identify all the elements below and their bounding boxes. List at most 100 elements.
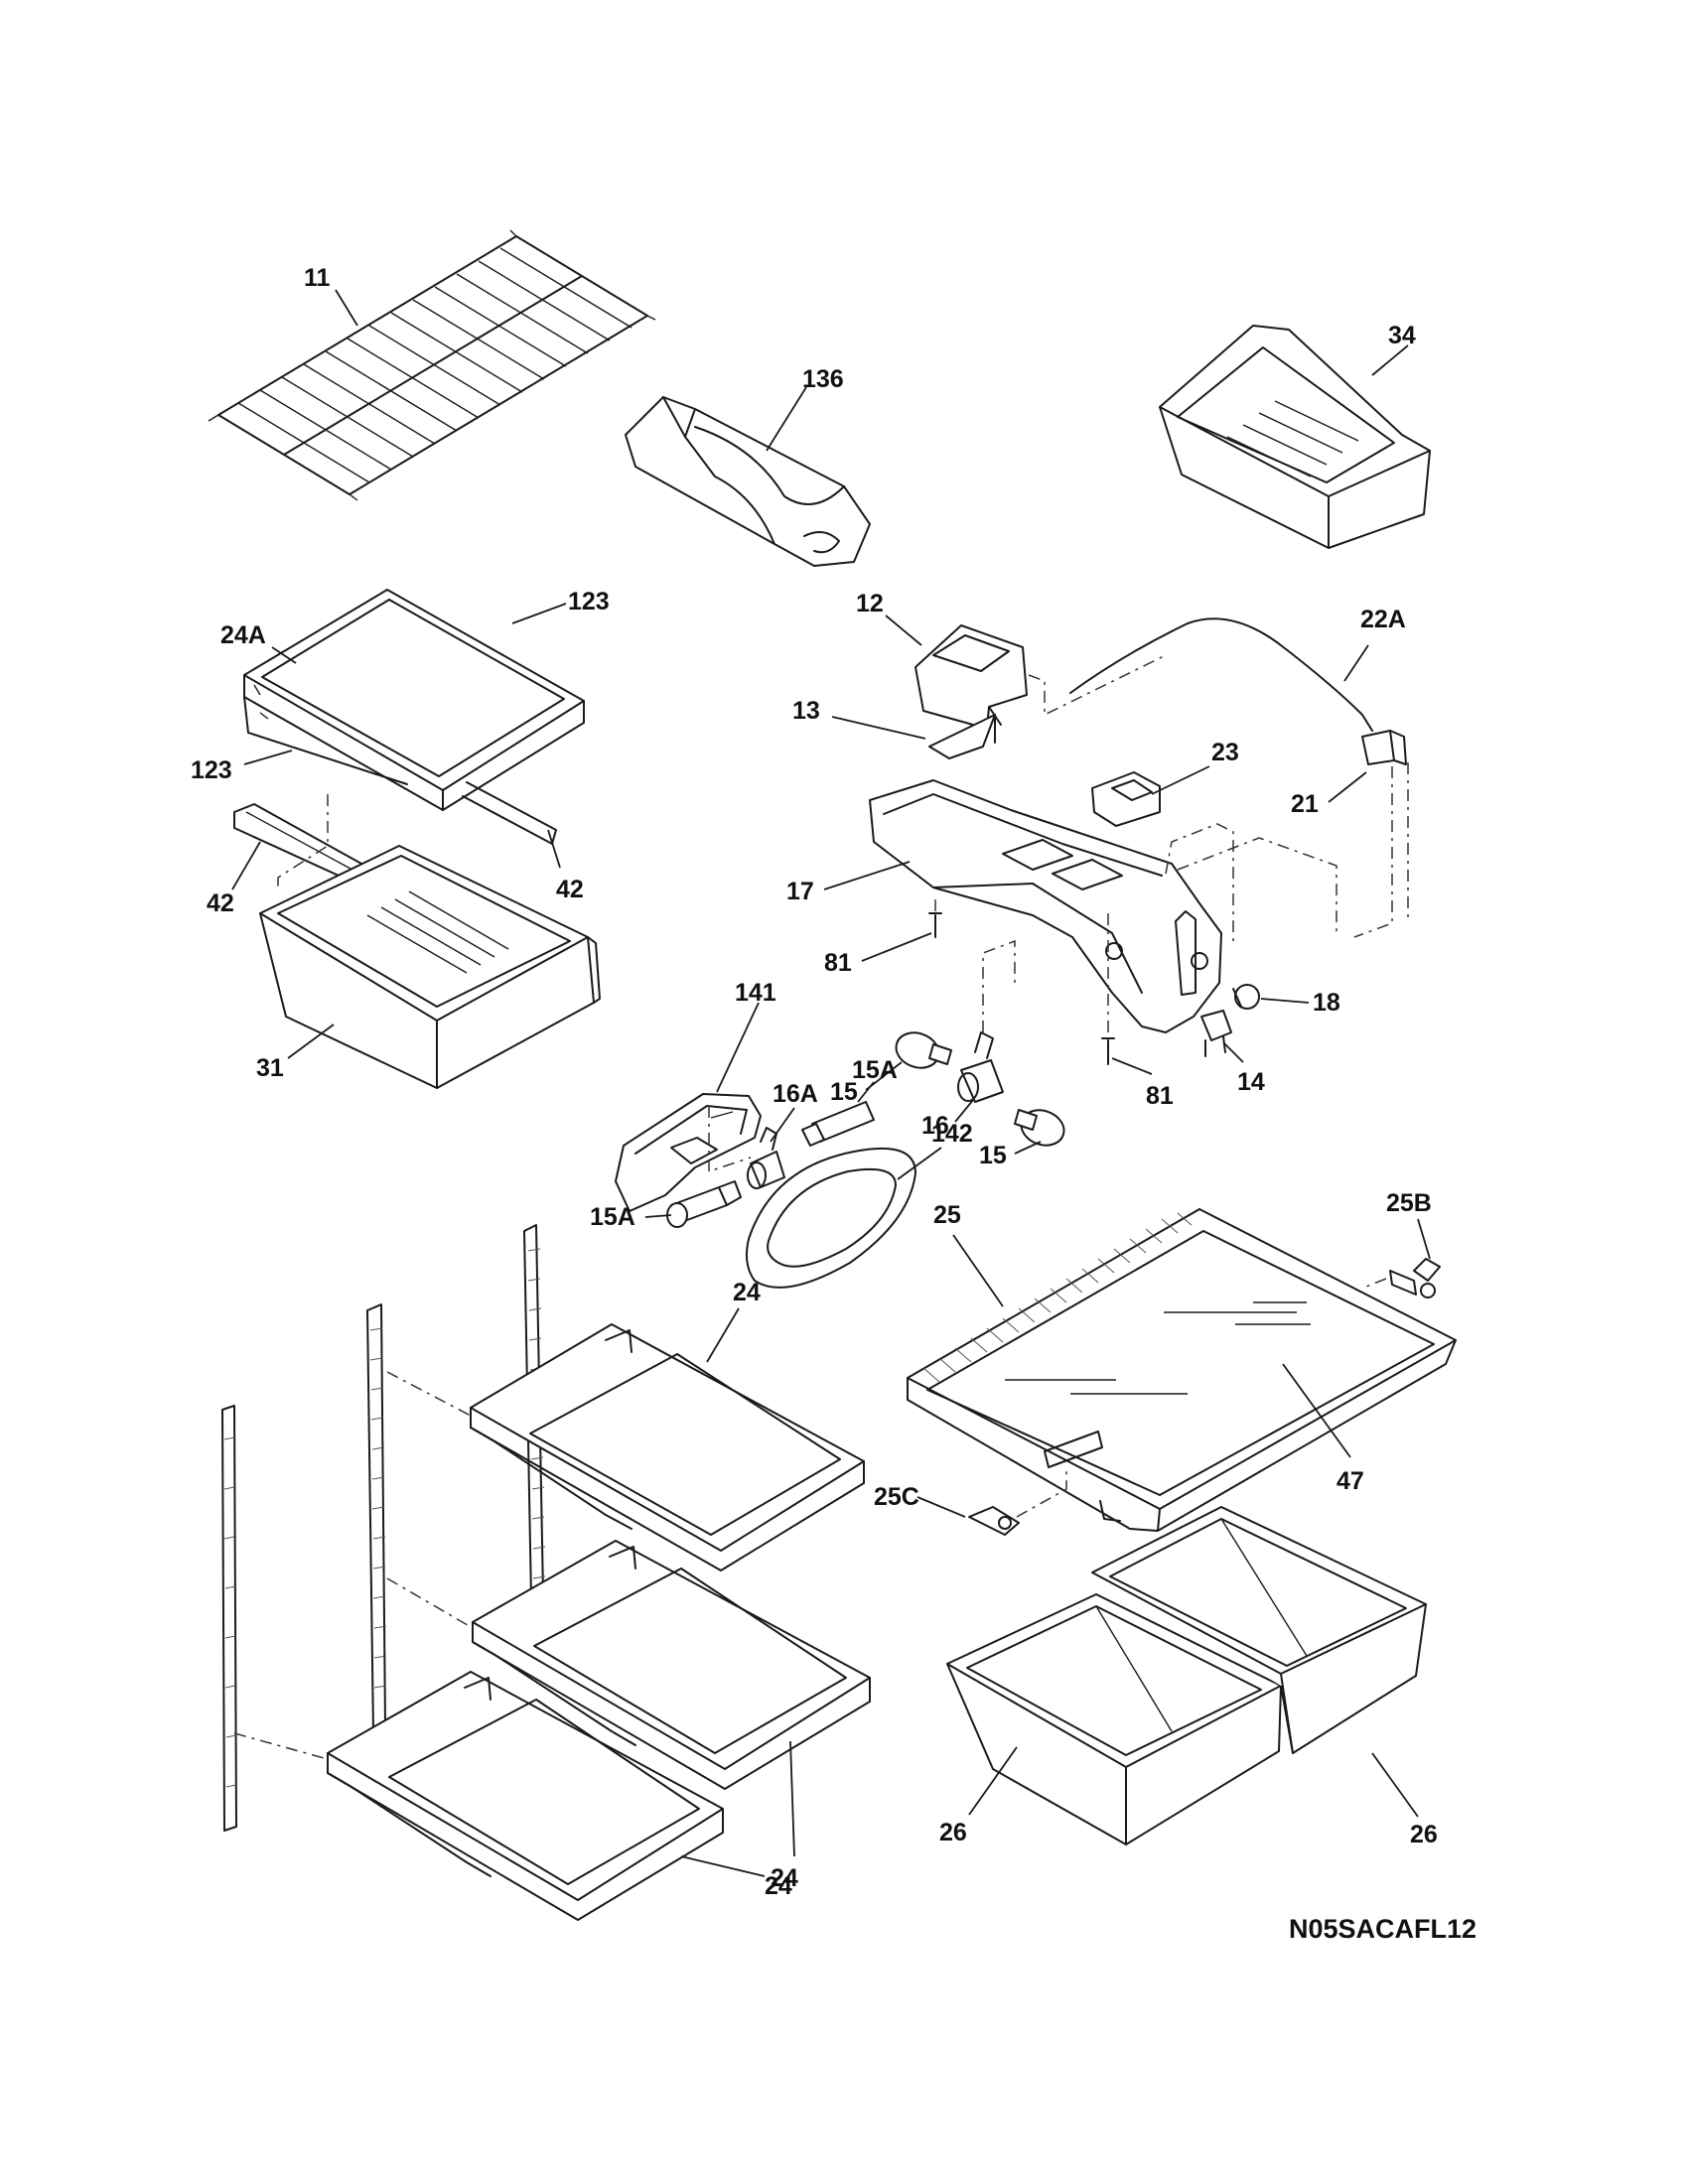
leader-81b — [1111, 1057, 1153, 1075]
leader-42b — [231, 841, 261, 890]
leader-24a — [706, 1307, 740, 1363]
part-26-crisper-right — [1091, 1506, 1427, 1754]
leader-23 — [1151, 765, 1210, 795]
part-31-drawer — [259, 845, 601, 1089]
leader-14 — [1222, 1041, 1244, 1063]
callout-13: 13 — [792, 697, 820, 725]
callout-15Ab: 15A — [590, 1203, 635, 1231]
part-24-shelf-bottom — [327, 1671, 724, 1921]
callout-11: 11 — [304, 264, 331, 292]
dashed-guide-16 — [982, 939, 1016, 1032]
part-26-crisper-left — [946, 1593, 1282, 1845]
leader-17 — [823, 861, 911, 890]
part-13-lens — [928, 714, 996, 759]
callout-18: 18 — [1313, 989, 1340, 1017]
callout-16: 16 — [921, 1112, 949, 1140]
part-15-bulb-a — [895, 1031, 952, 1069]
callout-26b: 26 — [1410, 1821, 1438, 1848]
callout-34: 34 — [1388, 322, 1416, 349]
callout-22A: 22A — [1360, 606, 1406, 633]
callout-21: 21 — [1291, 790, 1319, 818]
leader-123b — [243, 750, 293, 765]
callout-15a: 15 — [830, 1078, 858, 1106]
part-25-shelf-frame — [907, 1208, 1457, 1532]
callout-17: 17 — [786, 878, 814, 905]
dashed-guide-25B — [1365, 1278, 1387, 1288]
dashed-guide-25C — [1016, 1467, 1067, 1518]
callout-123a: 123 — [568, 588, 610, 615]
leader-21 — [1328, 771, 1367, 803]
leader-26a — [968, 1746, 1018, 1816]
leader-31 — [287, 1024, 335, 1059]
leader-123a — [511, 603, 567, 624]
diagram-code: N05SACAFL12 — [1289, 1914, 1477, 1944]
dashed-guide-12 — [1028, 654, 1167, 717]
callout-12: 12 — [856, 590, 884, 617]
dashed-guide-21 — [1353, 762, 1409, 938]
leader-22A — [1343, 644, 1369, 682]
part-15A-bulb-a — [801, 1101, 875, 1147]
callout-136: 136 — [802, 365, 844, 393]
leader-24b — [789, 1740, 795, 1857]
part-34-bin — [1159, 325, 1431, 549]
leader-136 — [766, 386, 807, 452]
leader-25B — [1417, 1218, 1431, 1260]
leader-42a — [547, 829, 561, 869]
leader-25C — [916, 1496, 966, 1518]
leader-24c — [680, 1855, 766, 1877]
leader-16A — [770, 1107, 795, 1143]
leader-141 — [716, 1002, 760, 1093]
part-16A-socket — [747, 1127, 785, 1189]
callout-23: 23 — [1211, 739, 1239, 766]
part-16-socket — [957, 1031, 1004, 1103]
leader-26b — [1371, 1752, 1419, 1818]
part-24-shelf-top — [470, 1323, 865, 1571]
callout-81a: 81 — [824, 949, 852, 977]
callout-15b: 15 — [979, 1142, 1007, 1169]
part-11-wire-shelf — [208, 229, 656, 501]
dashed-guide-24a — [386, 1371, 472, 1417]
dashed-guide-17 — [1165, 823, 1337, 943]
callout-26a: 26 — [939, 1819, 967, 1846]
part-24A-shelf — [243, 589, 585, 845]
callout-24c: 24 — [765, 1872, 792, 1900]
callout-81b: 81 — [1146, 1082, 1174, 1110]
callout-24a: 24 — [733, 1279, 761, 1306]
part-17-housing — [869, 779, 1222, 1033]
part-18-knob — [1232, 984, 1260, 1010]
part-24-shelf-mid — [472, 1540, 871, 1790]
part-136-cover — [625, 396, 871, 567]
part-142-lens — [746, 1147, 916, 1289]
part-81-screw-a — [928, 912, 942, 938]
leader-12 — [885, 614, 922, 646]
callout-31: 31 — [256, 1054, 284, 1082]
callout-25B: 25B — [1386, 1189, 1432, 1217]
callout-16A: 16A — [773, 1080, 818, 1108]
callout-25C: 25C — [874, 1483, 919, 1511]
part-25C-clip — [968, 1506, 1020, 1536]
leader-15Aa — [857, 1081, 875, 1103]
callout-42a: 42 — [556, 876, 584, 903]
callout-141: 141 — [735, 979, 776, 1007]
part-22A-harness — [1069, 617, 1373, 732]
leader-81a — [861, 932, 932, 962]
dashed-guide-141 — [708, 1106, 752, 1173]
part-23-control — [1091, 771, 1161, 827]
dashed-guide-24A — [277, 794, 329, 889]
callout-24b: 24 — [771, 1864, 798, 1892]
leader-24A — [271, 646, 297, 664]
callout-42b: 42 — [207, 889, 234, 917]
callout-47: 47 — [1336, 1467, 1364, 1495]
leader-16 — [954, 1099, 974, 1123]
dashed-guide-24b — [386, 1577, 474, 1629]
part-141-cover — [615, 1093, 762, 1212]
leader-25 — [952, 1234, 1004, 1307]
dashed-guide-81 — [934, 893, 1109, 1032]
part-25B-clip — [1389, 1258, 1441, 1298]
leader-34 — [1371, 344, 1409, 376]
part-12-shield — [914, 624, 1028, 730]
leader-142 — [897, 1147, 942, 1180]
part-15-bulb-b — [1014, 1109, 1065, 1147]
dashed-guide-24c — [233, 1732, 329, 1760]
callout-123b: 123 — [191, 756, 232, 784]
